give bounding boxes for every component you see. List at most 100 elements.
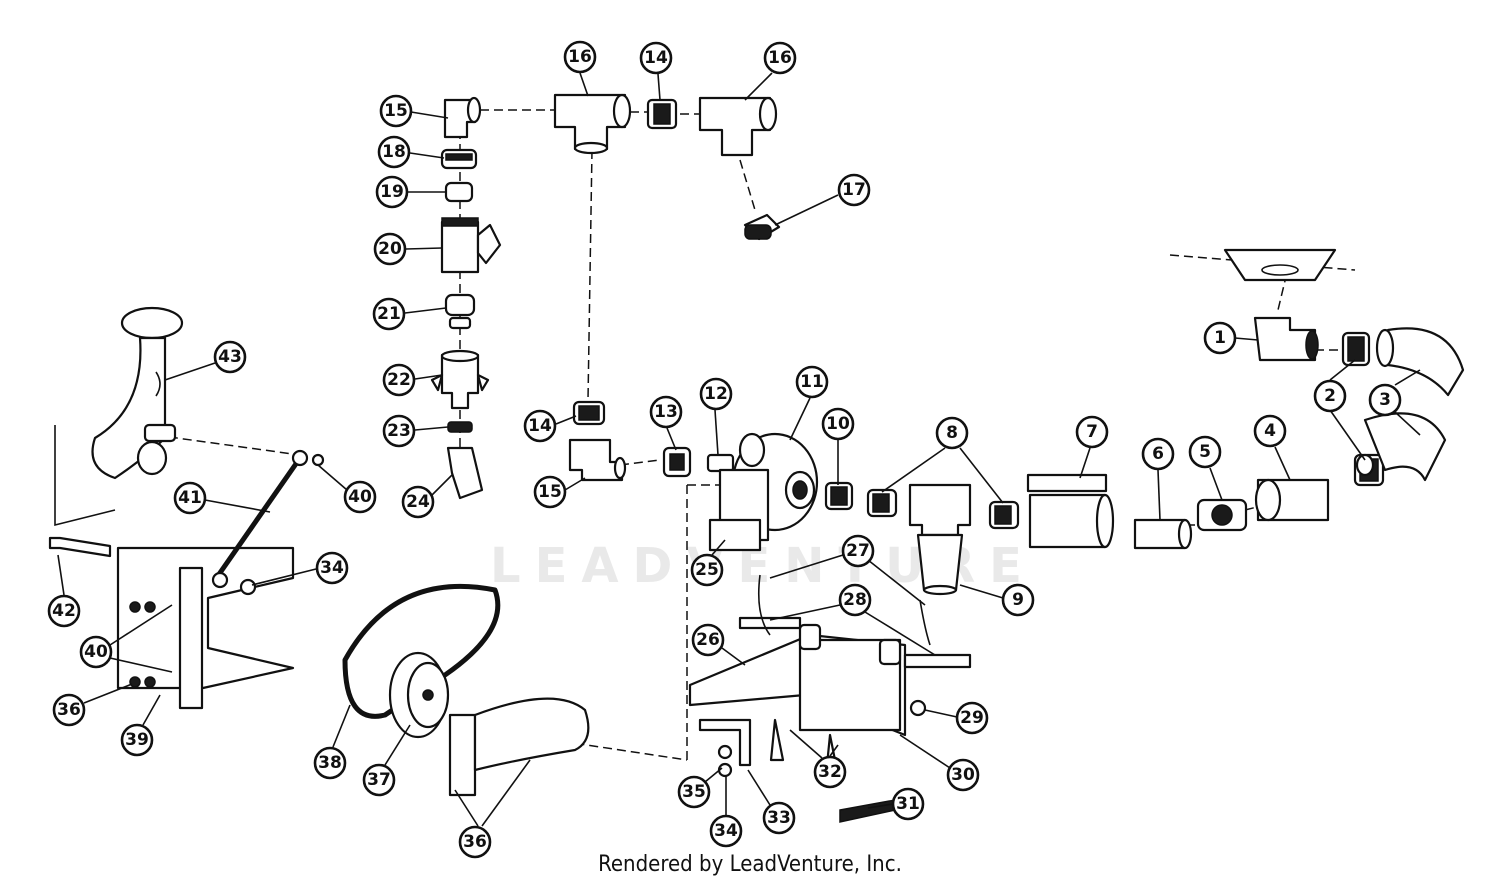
callout-15-top-circle: [379, 94, 413, 128]
callout-13-circle: [649, 395, 683, 429]
belt-and-pulley: [342, 583, 590, 797]
callout-2: 2: [1324, 386, 1336, 406]
callout-41-circle: [173, 481, 207, 515]
right-plumbing: [866, 248, 1465, 596]
callout-5-circle: [1188, 435, 1222, 469]
mounting-bracket: [688, 574, 972, 823]
callout-26-circle: [691, 623, 725, 657]
callout-26: 26: [696, 630, 720, 650]
valve-stack: [430, 148, 502, 500]
callout-15-top: 15: [384, 101, 408, 121]
credit-text: Rendered by LeadVenture, Inc.: [598, 852, 902, 877]
callout-1-circle: [1203, 321, 1237, 355]
top-plumbing: [443, 93, 781, 241]
callout-40-right: 40: [348, 487, 372, 507]
callout-2-circle: [1313, 379, 1347, 413]
callout-22-circle: [382, 363, 416, 397]
callout-36-bottom: 36: [463, 832, 487, 852]
callout-35: 35: [682, 782, 706, 802]
callout-11: 11: [800, 372, 824, 392]
callout-13: 13: [654, 402, 678, 422]
callout-8: 8: [946, 423, 958, 443]
control-lever-and-bracket: [48, 306, 325, 710]
callout-3: 3: [1379, 390, 1391, 410]
callout-32: 32: [818, 762, 842, 782]
callout-40-right-circle: [343, 480, 377, 514]
callout-28-circle: [838, 583, 872, 617]
callout-40-left-circle: [79, 635, 113, 669]
callout-16-left-circle: [563, 40, 597, 74]
callout-4-circle: [1253, 414, 1287, 448]
callout-14-top-circle: [639, 41, 673, 75]
callout-42-circle: [47, 594, 81, 628]
callout-6-circle: [1141, 437, 1175, 471]
callout-14-top: 14: [644, 48, 668, 68]
callout-42: 42: [52, 601, 76, 621]
callout-37: 37: [367, 770, 391, 790]
callout-36-left-circle: [52, 693, 86, 727]
callout-43: 43: [218, 347, 242, 367]
callout-1: 1: [1214, 328, 1226, 348]
callout-12-circle: [699, 377, 733, 411]
callout-8-circle: [935, 416, 969, 450]
callout-19-circle: [375, 175, 409, 209]
callout-11-circle: [795, 365, 829, 399]
callout-31-circle: [891, 787, 925, 821]
callout-30: 30: [951, 765, 975, 785]
callout-27: 27: [846, 541, 870, 561]
callout-36-left: 36: [57, 700, 81, 720]
callout-34-left: 34: [320, 558, 344, 578]
callout-19: 19: [380, 182, 404, 202]
callout-7-circle: [1075, 415, 1109, 449]
callout-34-bottom: 34: [714, 821, 738, 841]
callout-18: 18: [382, 142, 406, 162]
pump-assembly: [708, 432, 854, 552]
callout-38: 38: [318, 753, 342, 773]
callout-32-circle: [813, 755, 847, 789]
callout-7: 7: [1086, 422, 1098, 442]
callout-29-circle: [955, 701, 989, 735]
callout-29: 29: [960, 708, 984, 728]
callout-22: 22: [387, 370, 411, 390]
callout-17: 17: [842, 180, 866, 200]
callout-31: 31: [896, 794, 920, 814]
callout-25: 25: [695, 560, 719, 580]
callout-36-bottom-circle: [458, 825, 492, 859]
callout-4: 4: [1264, 421, 1276, 441]
callout-33-circle: [762, 801, 796, 835]
callout-25-circle: [690, 553, 724, 587]
callout-39: 39: [125, 730, 149, 750]
callout-5: 5: [1199, 442, 1211, 462]
callout-16-right: 16: [768, 48, 792, 68]
callout-40-left: 40: [84, 642, 108, 662]
callout-18-circle: [377, 135, 411, 169]
pump-inlet-fittings: [568, 400, 735, 482]
callout-16-right-circle: [763, 41, 797, 75]
callout-23-circle: [382, 414, 416, 448]
callout-17-circle: [837, 173, 871, 207]
callout-15-lower-circle: [533, 475, 567, 509]
callout-34-left-circle: [315, 551, 349, 585]
callout-14-lower: 14: [528, 416, 552, 436]
callout-21: 21: [377, 304, 401, 324]
callouts: 1 2 3 4 5 6 7 8 9: [47, 40, 1421, 859]
callout-20: 20: [378, 239, 402, 259]
callout-9: 9: [1012, 590, 1024, 610]
callout-9-circle: [1001, 583, 1035, 617]
callout-24: 24: [406, 492, 430, 512]
callout-35-circle: [677, 775, 711, 809]
callout-41: 41: [178, 488, 202, 508]
callout-37-circle: [362, 763, 396, 797]
callout-16-left: 16: [568, 47, 592, 67]
callout-34-bottom-circle: [709, 814, 743, 848]
callout-30-circle: [946, 758, 980, 792]
callout-24-circle: [401, 485, 435, 519]
callout-21-circle: [372, 297, 406, 331]
callout-43-circle: [213, 340, 247, 374]
callout-20-circle: [373, 232, 407, 266]
callout-33: 33: [767, 808, 791, 828]
callout-39-circle: [120, 723, 154, 757]
callout-23: 23: [387, 421, 411, 441]
callout-38-circle: [313, 746, 347, 780]
